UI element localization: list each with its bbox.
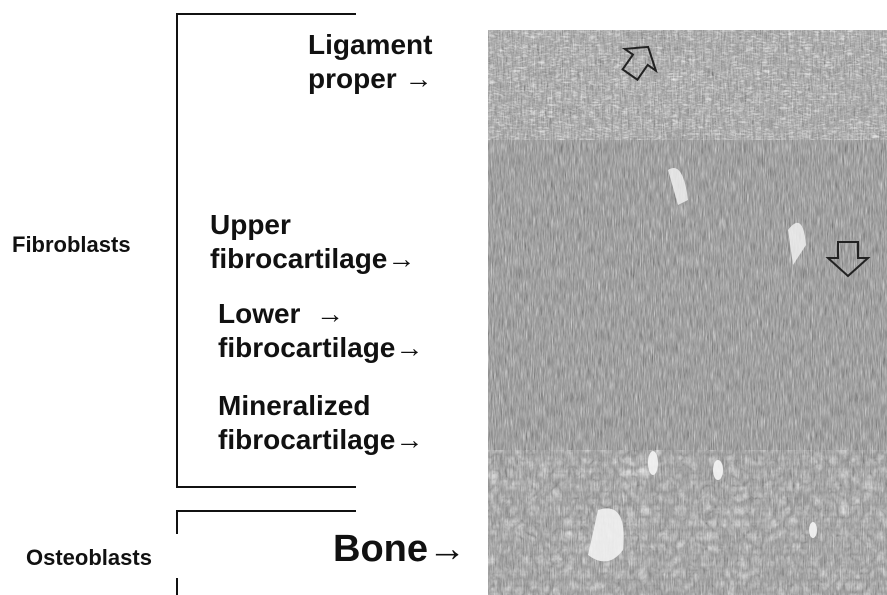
osteoblasts-label: Osteoblasts <box>26 545 152 571</box>
histology-micrograph-image <box>488 30 887 595</box>
bone-label: Bone→ <box>333 527 466 571</box>
ligament-proper-label: Ligament proper → <box>308 28 432 96</box>
upper-fibrocartilage-label: Upper fibrocartilage→ <box>210 208 415 276</box>
mineralized-fibrocartilage-label: Mineralized fibrocartilage→ <box>218 389 423 457</box>
lower-fibrocartilage-label: Lower → fibrocartilage→ <box>218 297 423 365</box>
fibroblasts-label: Fibroblasts <box>12 232 131 258</box>
